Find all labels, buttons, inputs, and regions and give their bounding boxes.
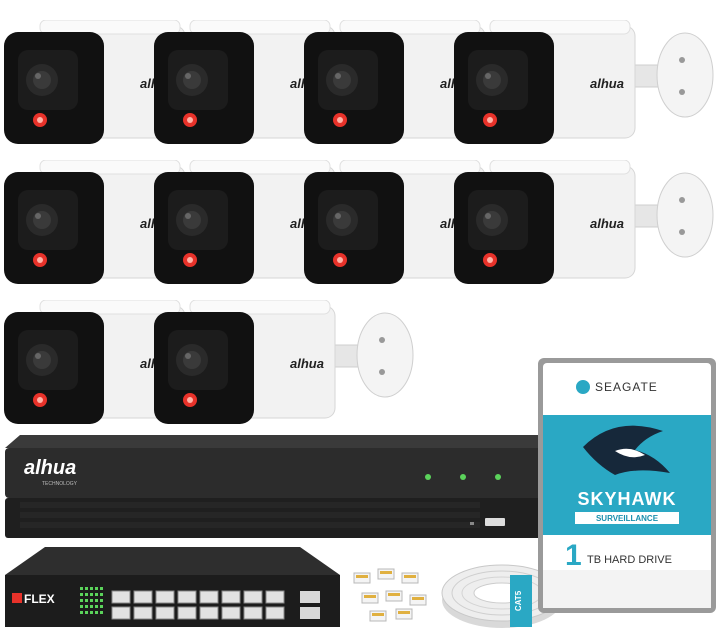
ethernet-port-icon (243, 590, 263, 604)
port-led (90, 611, 93, 614)
bullet-camera: alhua (300, 19, 500, 150)
rj45-connector-icon (361, 592, 379, 604)
usb-port-icon (485, 518, 505, 526)
port-led (95, 587, 98, 590)
port-led (80, 605, 83, 608)
port-led (95, 593, 98, 596)
nvr-logo-sub: TECHNOLOGY (42, 481, 78, 487)
bullet-camera: alhua (0, 19, 200, 150)
port-led-panel (80, 587, 103, 614)
hdd-capacity-unit: TB HARD DRIVE (587, 554, 672, 566)
port-led (95, 611, 98, 614)
ethernet-port-icon (221, 590, 241, 604)
ethernet-port-icon (133, 606, 153, 620)
port-led (90, 599, 93, 602)
camera-icon: alhua (154, 159, 336, 284)
port-led (90, 587, 93, 590)
rj45-connector-icon (409, 594, 427, 606)
camera-brand-logo: alhua (290, 356, 324, 371)
port-led (80, 611, 83, 614)
port-led (100, 599, 103, 602)
bullet-camera: alhua (300, 159, 500, 290)
hard-drive: SEAGATE SKYHAWK SURVEILLANCE 1 TB HARD D… (535, 355, 720, 617)
ethernet-port-icon (265, 606, 285, 620)
nvr-logo: alhua (24, 457, 76, 479)
ethernet-port-icon (111, 606, 131, 620)
port-led (85, 599, 88, 602)
bullet-camera: alhua (0, 159, 200, 290)
camera-icon: alhua (454, 159, 714, 284)
rj45-connector-icon (353, 572, 371, 584)
ethernet-port-icon (199, 606, 219, 620)
status-led-icon (425, 474, 431, 480)
ethernet-port-icon (265, 590, 285, 604)
skyhawk-bird-icon (583, 425, 670, 475)
cable-label: CAT5 (514, 590, 523, 611)
rj45-connector-icon (395, 608, 413, 620)
ethernet-port-icon (199, 590, 219, 604)
hdd-brand: SEAGATE (595, 380, 658, 394)
hdd-tagline: SURVEILLANCE (596, 514, 659, 523)
camera-brand-logo: alhua (590, 216, 624, 231)
port-led (95, 599, 98, 602)
rj45-connector-icon (401, 572, 419, 584)
port-led (100, 593, 103, 596)
status-led-icon (495, 474, 501, 480)
port-led (85, 587, 88, 590)
port-led (100, 605, 103, 608)
cable-label-tag (510, 575, 532, 627)
ethernet-port-icon (111, 590, 131, 604)
port-led (80, 593, 83, 596)
hdd-model: SKYHAWK (577, 489, 676, 509)
port-led (85, 605, 88, 608)
rj45-connector-icon (377, 568, 395, 580)
uplink-port-icon (300, 591, 320, 603)
ethernet-port-icon (177, 606, 197, 620)
camera-icon: alhua (4, 299, 186, 424)
camera-icon: alhua (304, 19, 486, 144)
port-led (80, 599, 83, 602)
ethernet-port-icon (177, 590, 197, 604)
bullet-camera: alhua (150, 159, 350, 290)
camera-icon: alhua (304, 159, 486, 284)
hdd-capacity-number: 1 (565, 539, 582, 572)
seagate-logo-icon (576, 380, 590, 394)
bullet-camera: alhua (150, 299, 420, 430)
ethernet-port-icon (243, 606, 263, 620)
bullet-camera: alhua (0, 299, 200, 430)
bullet-camera: alhua (450, 19, 720, 150)
port-led (90, 593, 93, 596)
ethernet-port-icon (155, 590, 175, 604)
ethernet-port-icon (155, 606, 175, 620)
port-led (85, 593, 88, 596)
camera-icon: alhua (154, 299, 414, 424)
port-led (100, 587, 103, 590)
switch-brand: FLEX (24, 592, 55, 606)
rj45-connectors (348, 565, 436, 625)
camera-icon: alhua (454, 19, 714, 144)
uplink-port-icon (300, 607, 320, 619)
poe-switch: FLEX (0, 545, 345, 630)
camera-icon: alhua (4, 159, 186, 284)
flex-logo-icon (12, 593, 22, 603)
network-cable-coil: CAT5 (440, 555, 565, 630)
nvr-recorder: alhua TECHNOLOGY (0, 430, 545, 540)
camera-brand-logo: alhua (590, 76, 624, 91)
port-led (85, 611, 88, 614)
port-led (95, 605, 98, 608)
camera-icon: alhua (4, 19, 186, 144)
port-led (80, 587, 83, 590)
rj45-connector-icon (369, 610, 387, 622)
rj45-connector-icon (385, 590, 403, 602)
port-led (90, 605, 93, 608)
status-led-icon (460, 474, 466, 480)
ethernet-ports (111, 590, 285, 620)
ethernet-port-icon (221, 606, 241, 620)
port-led (100, 611, 103, 614)
bullet-camera: alhua (450, 159, 720, 290)
ethernet-port-icon (133, 590, 153, 604)
